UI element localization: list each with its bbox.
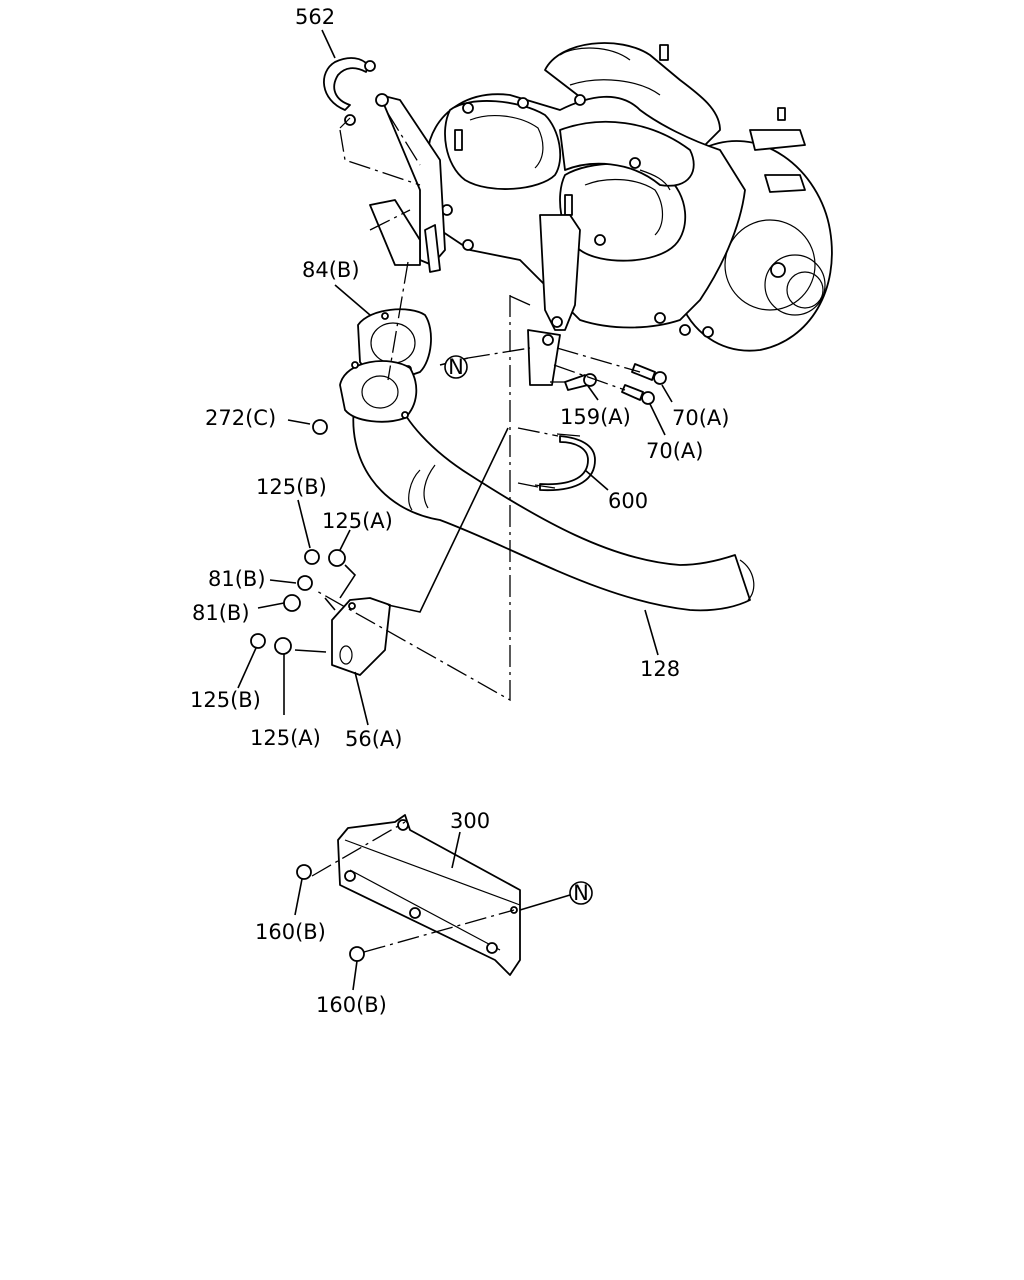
callout-125a-bottom: 125(A) — [250, 726, 321, 750]
callout-labels: 562 84(B) 272(C) 125(B) 125(A) 81(B) 81(… — [190, 5, 729, 1017]
bracket-56a — [331, 597, 391, 676]
nuts-125-81 — [250, 549, 346, 655]
heat-shield-300 — [296, 814, 521, 976]
callout-600: 600 — [608, 489, 648, 513]
pipe-562 — [323, 57, 376, 129]
exhaust-pipe-128 — [352, 399, 755, 612]
chain-lines — [294, 111, 641, 953]
callout-70a-2: 70(A) — [646, 439, 703, 463]
engine-assembly — [369, 42, 833, 386]
callout-125b-top: 125(B) — [256, 475, 327, 499]
callout-56a: 56(A) — [345, 727, 402, 751]
callout-300: 300 — [450, 809, 490, 833]
callout-leaders — [237, 29, 673, 991]
callout-128: 128 — [640, 657, 680, 681]
callout-160b-2: 160(B) — [316, 993, 387, 1017]
reference-marker-n-upper: N — [444, 355, 468, 379]
callout-125a-top: 125(A) — [322, 509, 393, 533]
marker-n-upper-label: N — [448, 355, 464, 379]
callout-562: 562 — [295, 5, 335, 29]
callout-81b-2: 81(B) — [192, 601, 250, 625]
callout-272c: 272(C) — [205, 406, 276, 430]
callout-81b-1: 81(B) — [208, 567, 266, 591]
manifold-bolts — [441, 94, 714, 338]
pipe-flange — [339, 360, 418, 423]
marker-n-lower-label: N — [573, 881, 589, 905]
callout-159a: 159(A) — [560, 405, 631, 429]
callout-160b-1: 160(B) — [255, 920, 326, 944]
reference-marker-n-lower: N — [569, 881, 593, 905]
callout-84b: 84(B) — [302, 258, 360, 282]
callout-125b-bottom: 125(B) — [190, 688, 261, 712]
callout-70a-1: 70(A) — [672, 406, 729, 430]
pipe-600 — [534, 433, 596, 491]
